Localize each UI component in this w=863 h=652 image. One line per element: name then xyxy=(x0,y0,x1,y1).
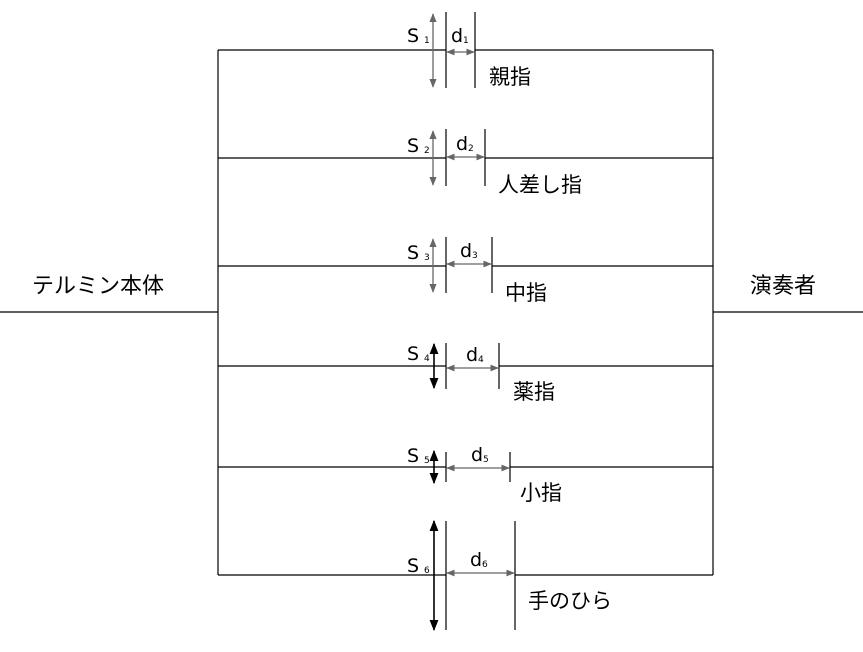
row-6-area-symbol: S xyxy=(407,555,419,577)
row-1-distance-subscript: 1 xyxy=(463,36,469,46)
row-6-area-subscript: 6 xyxy=(424,566,430,576)
row-6-finger-label: 手のひら xyxy=(528,589,612,613)
row-5-distance-subscript: 5 xyxy=(483,455,489,465)
row-3-finger-label: 中指 xyxy=(505,281,547,305)
row-4-distance-symbol: d xyxy=(466,344,478,366)
row-4-distance-subscript: 4 xyxy=(478,355,484,365)
row-1-distance-symbol: d xyxy=(451,25,463,47)
row-4-area-symbol: S xyxy=(407,343,419,365)
row-5-area-subscript: 5 xyxy=(424,456,430,466)
row-1-finger-label: 親指 xyxy=(489,65,531,89)
row-5-finger-label: 小指 xyxy=(520,481,562,505)
row-2-area-symbol: S xyxy=(407,135,419,157)
row-1-area-subscript: 1 xyxy=(424,36,430,46)
theremin-body-label: テルミン本体 xyxy=(32,274,164,299)
row-2-distance-symbol: d xyxy=(456,133,468,155)
performer-label: 演奏者 xyxy=(750,274,816,299)
row-4-area-subscript: 4 xyxy=(424,354,430,364)
row-3-distance-subscript: 3 xyxy=(472,251,478,261)
row-3-area-subscript: 3 xyxy=(424,253,430,263)
row-5-distance-symbol: d xyxy=(471,444,483,466)
row-2-area-subscript: 2 xyxy=(424,146,430,156)
row-1-area-symbol: S xyxy=(407,25,419,47)
row-3-area-symbol: S xyxy=(407,242,419,264)
row-2-distance-subscript: 2 xyxy=(468,144,474,154)
row-2-finger-label: 人差し指 xyxy=(498,173,582,197)
row-5-area-symbol: S xyxy=(407,445,419,467)
row-6-distance-symbol: d xyxy=(470,549,482,571)
row-4-finger-label: 薬指 xyxy=(513,380,555,404)
row-3-distance-symbol: d xyxy=(460,240,472,262)
row-6-distance-subscript: 6 xyxy=(482,560,488,570)
